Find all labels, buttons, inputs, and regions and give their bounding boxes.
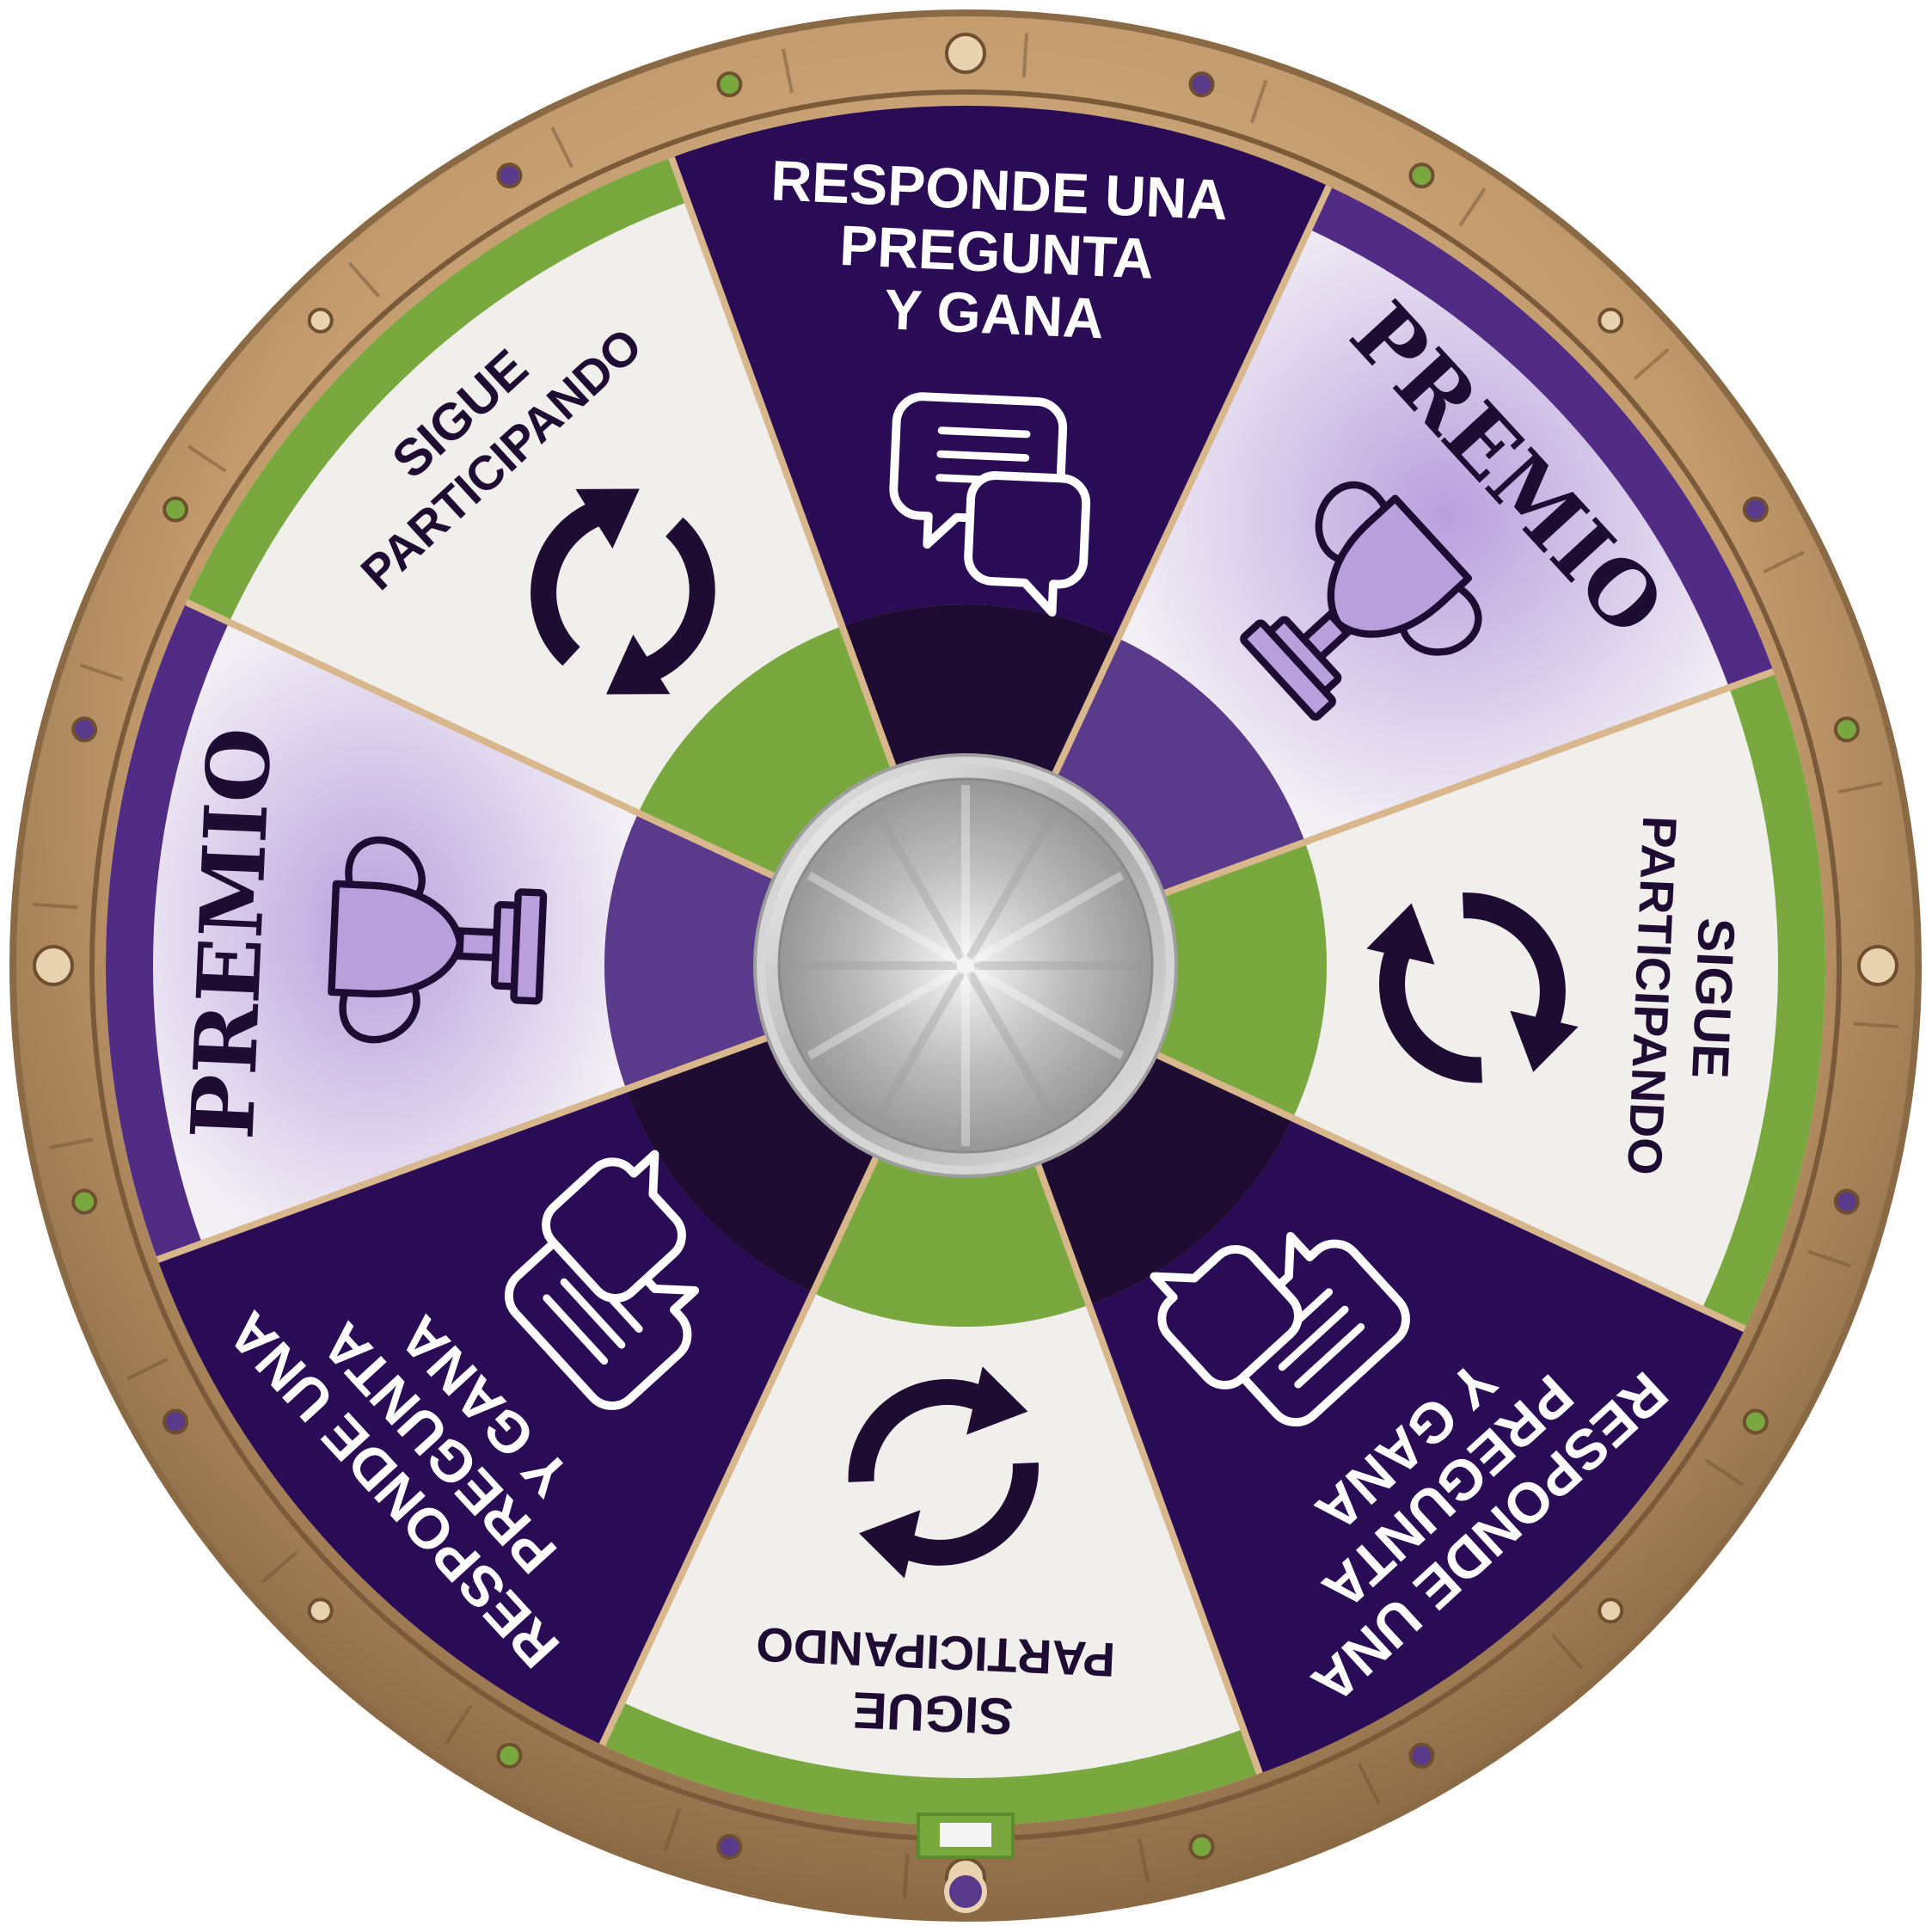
rim-stud-icon <box>1598 307 1624 334</box>
rim-stud-icon <box>716 1833 743 1860</box>
rim-groove <box>261 1550 298 1584</box>
inner-ring-sector <box>638 626 894 877</box>
rim-stud-icon <box>163 496 189 523</box>
rim-stud-icon <box>496 163 523 189</box>
rim-groove <box>1807 1249 1851 1268</box>
segment-text-line: Y GANA <box>883 277 1105 350</box>
rim-stud-icon <box>1857 945 1898 986</box>
trophy-icon <box>328 836 548 1044</box>
rim-groove <box>1137 1837 1150 1883</box>
rim-groove <box>1704 1458 1744 1487</box>
chat-bubbles-icon <box>504 1150 700 1410</box>
inner-ring-sector <box>1054 638 1305 894</box>
rim-groove <box>781 48 794 94</box>
rim-groove <box>33 902 78 910</box>
rim-groove <box>80 663 124 682</box>
rim-groove <box>187 445 227 473</box>
rim-stud-icon <box>945 33 986 74</box>
segment-text-line: PREMIO <box>171 726 291 1142</box>
rim-stud-icon <box>307 1598 334 1624</box>
rim-groove <box>1763 550 1805 574</box>
rim-stud-icon <box>163 1408 189 1435</box>
rim-groove <box>1550 1633 1584 1670</box>
rim-stud-icon <box>307 307 334 334</box>
inner-ring-sector <box>1037 1054 1293 1305</box>
segment-label-prize: PREMIO <box>171 726 548 1142</box>
rim-stud-icon <box>1742 1408 1769 1435</box>
rim-stud-icon <box>1188 1833 1215 1860</box>
rim-stud-icon <box>1408 163 1435 189</box>
inner-ring <box>604 604 1327 1327</box>
rim-stud-icon <box>71 1188 98 1215</box>
rim-stud-icon <box>1598 1598 1624 1624</box>
inner-ring-sector <box>842 604 1119 775</box>
segment-edge-stripe <box>1309 186 1774 688</box>
rim-groove <box>1837 781 1883 794</box>
chat-bubbles-icon <box>1150 1231 1410 1427</box>
rim-stud-icon <box>33 945 74 986</box>
spin-knob-icon[interactable] <box>753 753 1178 1178</box>
rim-groove <box>902 1853 910 1898</box>
rim-groove <box>1021 33 1029 78</box>
rim-stud-icon <box>1188 71 1215 98</box>
segment-edge-stripe <box>105 602 230 1260</box>
refresh-arrows-icon <box>848 1366 1039 1579</box>
rim-stud-icon <box>1833 1188 1860 1215</box>
pointer-tab-icon <box>917 1812 1015 1913</box>
segment-edge-stripe <box>602 1702 1260 1825</box>
rim-groove <box>48 1137 94 1150</box>
segment-edge-stripe <box>186 157 688 623</box>
inner-ring-sector <box>626 1037 877 1293</box>
wheel-segment-question <box>671 106 1329 639</box>
rim-stud-icon <box>71 716 98 743</box>
rim-groove <box>1853 1021 1898 1029</box>
chat-bubbles-icon <box>889 392 1091 617</box>
rim-groove <box>550 126 574 169</box>
segment-text-line: PREGUNTA <box>838 213 1155 291</box>
refresh-arrows-icon <box>531 488 715 695</box>
rim-stud-icon <box>716 71 743 98</box>
rim-groove <box>1458 187 1487 227</box>
segment-edge-stripe <box>1702 671 1825 1329</box>
rim-stud-icon <box>1742 496 1769 523</box>
rim-stud-icon <box>1408 1742 1435 1769</box>
inner-ring-sector <box>813 1156 1089 1327</box>
trophy-icon <box>1240 481 1482 721</box>
segment-text-line: SIGUE <box>1681 917 1745 1079</box>
rim-groove <box>1249 80 1268 124</box>
rim-stud-icon <box>1833 716 1860 743</box>
inner-ring-sector <box>1156 842 1327 1119</box>
rim-groove <box>126 1357 169 1381</box>
rim-groove <box>1357 1763 1381 1805</box>
rim-groove <box>445 1704 473 1744</box>
refresh-arrows-icon <box>1366 892 1579 1083</box>
inner-ring-sector <box>604 813 775 1089</box>
rim-groove <box>1633 347 1670 381</box>
rim-groove <box>663 1807 682 1851</box>
rim-stud-icon <box>496 1742 523 1769</box>
segment-text-line: SIGUE <box>851 1681 1014 1745</box>
rim-groove <box>347 261 381 298</box>
